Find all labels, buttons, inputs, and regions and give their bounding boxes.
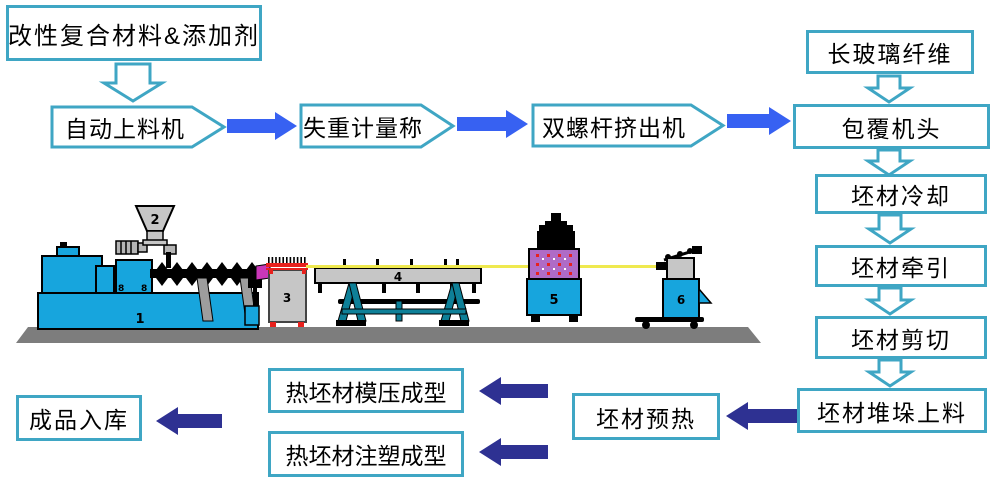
floor	[16, 327, 761, 343]
node-materials-label: 改性复合材料&添加剂	[8, 22, 261, 50]
node-stacking: 坯材堆垛上料	[797, 388, 987, 433]
node-scale-label: 失重计量称	[303, 115, 423, 141]
node-preheat-label: 坯材预热	[596, 405, 696, 432]
machine-3-die-cart: 3	[244, 257, 308, 327]
node-cooling: 坯材冷却	[815, 174, 987, 214]
node-injection: 热坯材注塑成型	[268, 431, 464, 477]
machine-4-cooling-conveyor: 4	[314, 259, 482, 326]
hollow-down-arrows	[98, 62, 916, 388]
node-injection-label: 热坯材注塑成型	[285, 443, 447, 469]
down-arrow-fiber-coating	[863, 74, 915, 104]
node-scale: 失重计量称	[303, 105, 423, 147]
pentagon-feeder	[50, 105, 227, 149]
arrow-preheat-compression	[479, 377, 548, 405]
hinge-mark: 8	[141, 284, 147, 294]
arrow-preheat-injection	[479, 438, 548, 466]
down-arrow-shearing-stacking	[864, 358, 916, 388]
node-coating-head-label: 包覆机头	[841, 115, 942, 142]
extrusion-line-illustration: 8 8	[16, 205, 761, 343]
machine-1-label: 1	[135, 312, 144, 327]
machine-1-extruder: 8 8	[37, 240, 261, 330]
node-stacking-label: 坯材堆垛上料	[817, 399, 967, 426]
pentagon-scale	[299, 103, 456, 149]
node-traction-label: 坯材牵引	[851, 255, 951, 281]
node-feeder: 自动上料机	[56, 107, 194, 147]
node-compression: 热坯材模压成型	[268, 368, 464, 413]
hinge-mark: 8	[118, 284, 124, 294]
down-arrow-materials-feeder	[98, 62, 168, 103]
down-arrow-cooling-traction	[864, 213, 916, 245]
strand-line	[306, 265, 662, 268]
machine-3-label: 3	[283, 291, 291, 305]
arrow-stacking-preheat	[726, 402, 797, 430]
machine-5-label: 5	[549, 293, 558, 308]
arrow-feeder-scale	[227, 112, 297, 140]
pentagon-nodes	[50, 103, 726, 149]
arrow-extruder-coating	[727, 107, 791, 135]
machine-4-label: 4	[394, 270, 402, 284]
node-glass-fiber: 长玻璃纤维	[806, 30, 974, 74]
machine-2-label: 2	[150, 213, 159, 228]
arrow-scale-extruder	[457, 110, 528, 138]
node-traction: 坯材牵引	[815, 245, 987, 287]
navy-left-arrows	[156, 377, 797, 466]
blue-right-arrows	[227, 107, 791, 140]
node-materials: 改性复合材料&添加剂	[6, 5, 262, 61]
node-shearing-label: 坯材剪切	[851, 326, 951, 353]
down-arrow-coating-cooling	[863, 148, 915, 177]
arrow-molding-storage	[156, 407, 222, 435]
node-shearing: 坯材剪切	[815, 316, 987, 359]
node-glass-fiber-label: 长玻璃纤维	[827, 41, 953, 67]
machine-6-cutter: 6	[635, 246, 713, 329]
machine-2-hopper: 2	[134, 205, 176, 246]
pentagon-extruder	[531, 103, 726, 148]
node-extruder: 双螺杆挤出机	[535, 105, 693, 146]
node-cooling-label: 坯材冷却	[851, 183, 951, 209]
node-coating-head: 包覆机头	[793, 104, 990, 149]
node-storage-label: 成品入库	[29, 407, 129, 433]
node-extruder-label: 双螺杆挤出机	[542, 114, 686, 141]
machine-6-label: 6	[677, 293, 685, 307]
node-preheat: 坯材预热	[572, 393, 720, 440]
machine-5-puller: 5	[526, 213, 582, 322]
node-feeder-label: 自动上料机	[65, 116, 185, 142]
node-storage: 成品入库	[16, 395, 142, 441]
down-arrow-traction-shearing	[864, 286, 916, 316]
node-compression-label: 热坯材模压成型	[285, 379, 447, 406]
